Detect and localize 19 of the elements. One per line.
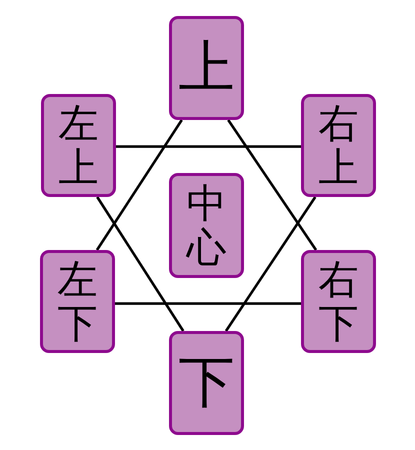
node-label: 右上 xyxy=(318,102,358,190)
node-label: 右下 xyxy=(318,258,358,346)
node-label: 左上 xyxy=(58,102,98,190)
node-box xyxy=(169,331,244,435)
connector-line xyxy=(96,196,184,332)
connector-line xyxy=(116,145,301,148)
connector-line xyxy=(115,302,301,305)
node-box xyxy=(301,250,376,353)
node-label: 上 xyxy=(178,34,234,102)
connector-line xyxy=(96,119,183,251)
node-label: 中心 xyxy=(186,182,226,270)
node-label: 左下 xyxy=(58,258,98,346)
node-box xyxy=(301,94,376,197)
node-box xyxy=(41,94,116,197)
node-label: 下 xyxy=(178,349,234,417)
node-box xyxy=(169,173,244,278)
connector-line xyxy=(227,119,318,251)
node-box xyxy=(40,250,115,353)
node-box xyxy=(169,16,244,120)
